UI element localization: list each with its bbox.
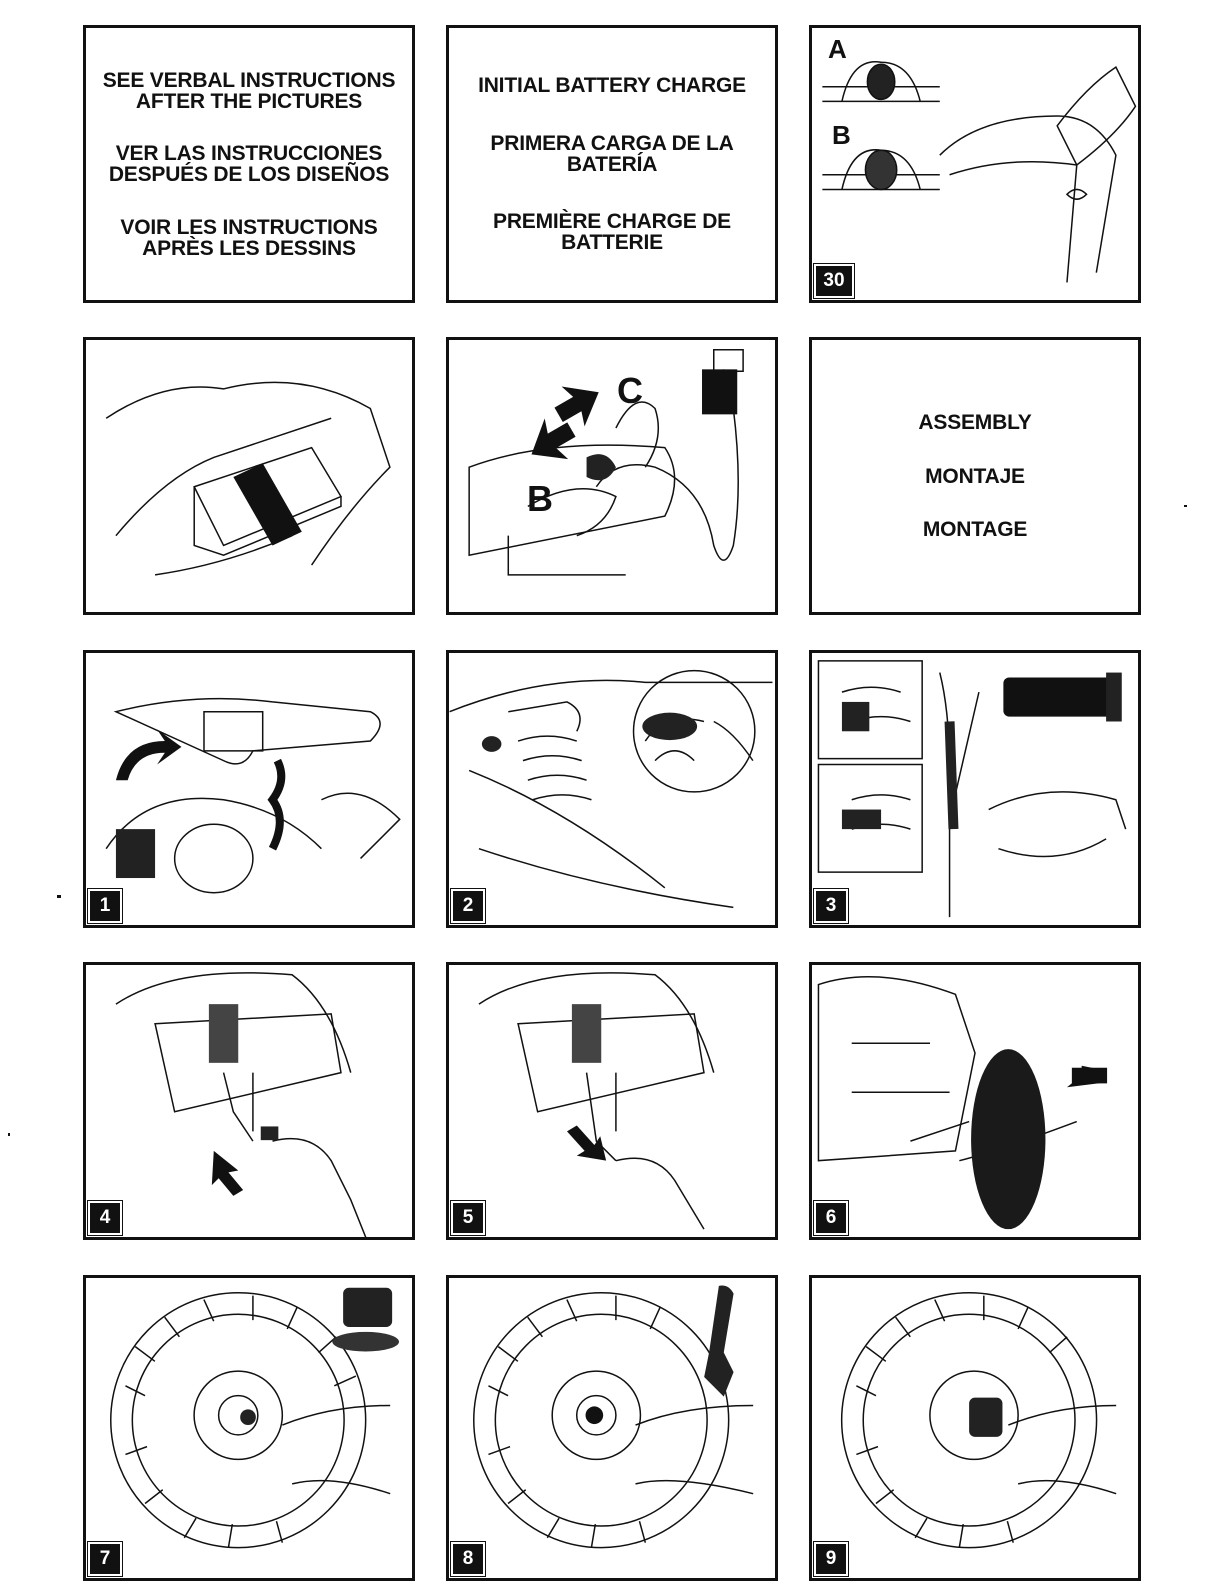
step-number-badge: 5 [451, 1201, 485, 1235]
step-6-panel: 6 [809, 962, 1141, 1240]
verbal-fr: VOIR LES INSTRUCTIONS APRÈS LES DESSINS [120, 217, 377, 259]
scan-speck [1184, 505, 1187, 507]
step-7-panel: 7 [83, 1275, 415, 1581]
battery-es: PRIMERA CARGA DE LA BATERÍA [490, 133, 733, 175]
washer-install-illustration [86, 1278, 412, 1578]
assembly-panel: ASSEMBLY MONTAJE MONTAGE [809, 337, 1141, 615]
verbal-en: SEE VERBAL INSTRUCTIONS AFTER THE PICTUR… [103, 70, 396, 112]
battery-compartment-illustration [86, 340, 412, 612]
step-5-panel: 5 [446, 962, 778, 1240]
axle-insert-illustration [812, 653, 1138, 925]
axle-remove-illustration [86, 965, 412, 1237]
step-number-badge: 1 [88, 889, 122, 923]
assembly-en: ASSEMBLY [918, 412, 1031, 433]
scan-speck [57, 895, 61, 898]
arrow-icon [567, 1125, 606, 1160]
step-number-badge: 6 [814, 1201, 848, 1235]
step-3-panel: 3 [809, 650, 1141, 928]
arrow-icon [212, 1151, 243, 1196]
battery-en: INITIAL BATTERY CHARGE [478, 75, 746, 96]
label-a: A [828, 34, 847, 65]
label-b: B [832, 120, 851, 151]
wheel-mount-illustration [812, 965, 1138, 1237]
step-2-panel: 2 [446, 650, 778, 928]
label-b: B [527, 478, 553, 520]
scan-speck [8, 1133, 10, 1136]
tire-icon [111, 1293, 366, 1548]
seat-latch-illustration [812, 28, 1138, 300]
battery-install-panel [83, 337, 415, 615]
step-4-panel: 4 [83, 962, 415, 1240]
suspension-pin-illustration [449, 653, 775, 925]
charger-connect-panel: B C [446, 337, 778, 615]
step-number-badge: 9 [814, 1542, 848, 1576]
step-number-badge: 30 [814, 264, 854, 298]
battery-charge-panel: INITIAL BATTERY CHARGE PRIMERA CARGA DE … [446, 25, 778, 303]
step-8-panel: 8 [446, 1275, 778, 1581]
axle-insert-illustration [449, 965, 775, 1237]
step-30-panel: A B 30 [809, 25, 1141, 303]
step-9-panel: 9 [809, 1275, 1141, 1581]
step-number-badge: 2 [451, 889, 485, 923]
step-1-panel: 1 [83, 650, 415, 928]
step-number-badge: 8 [451, 1542, 485, 1576]
step-number-badge: 3 [814, 889, 848, 923]
verbal-instructions-panel: SEE VERBAL INSTRUCTIONS AFTER THE PICTUR… [83, 25, 415, 303]
washer-icon [332, 1332, 399, 1352]
nut-icon [969, 1398, 1002, 1437]
hubcap-install-illustration [812, 1278, 1138, 1578]
front-body-illustration [86, 653, 412, 925]
charger-icon [702, 369, 737, 414]
step-number-badge: 4 [88, 1201, 122, 1235]
battery-fr: PREMIÈRE CHARGE DE BATTERIE [493, 211, 731, 253]
wrench-icon [704, 1286, 733, 1397]
arrow-icon [547, 372, 610, 435]
assembly-fr: MONTAGE [923, 519, 1027, 540]
step-number-badge: 7 [88, 1542, 122, 1576]
label-c: C [617, 370, 643, 412]
tire-icon [971, 1049, 1045, 1229]
charger-illustration [449, 340, 775, 612]
battery-icon [233, 463, 301, 545]
arrow-icon [519, 410, 583, 474]
nut-icon [343, 1288, 392, 1327]
verbal-es: VER LAS INSTRUCCIONES DESPUÉS DE LOS DIS… [109, 143, 389, 185]
wrench-tighten-illustration [449, 1278, 775, 1578]
assembly-es: MONTAJE [925, 466, 1025, 487]
